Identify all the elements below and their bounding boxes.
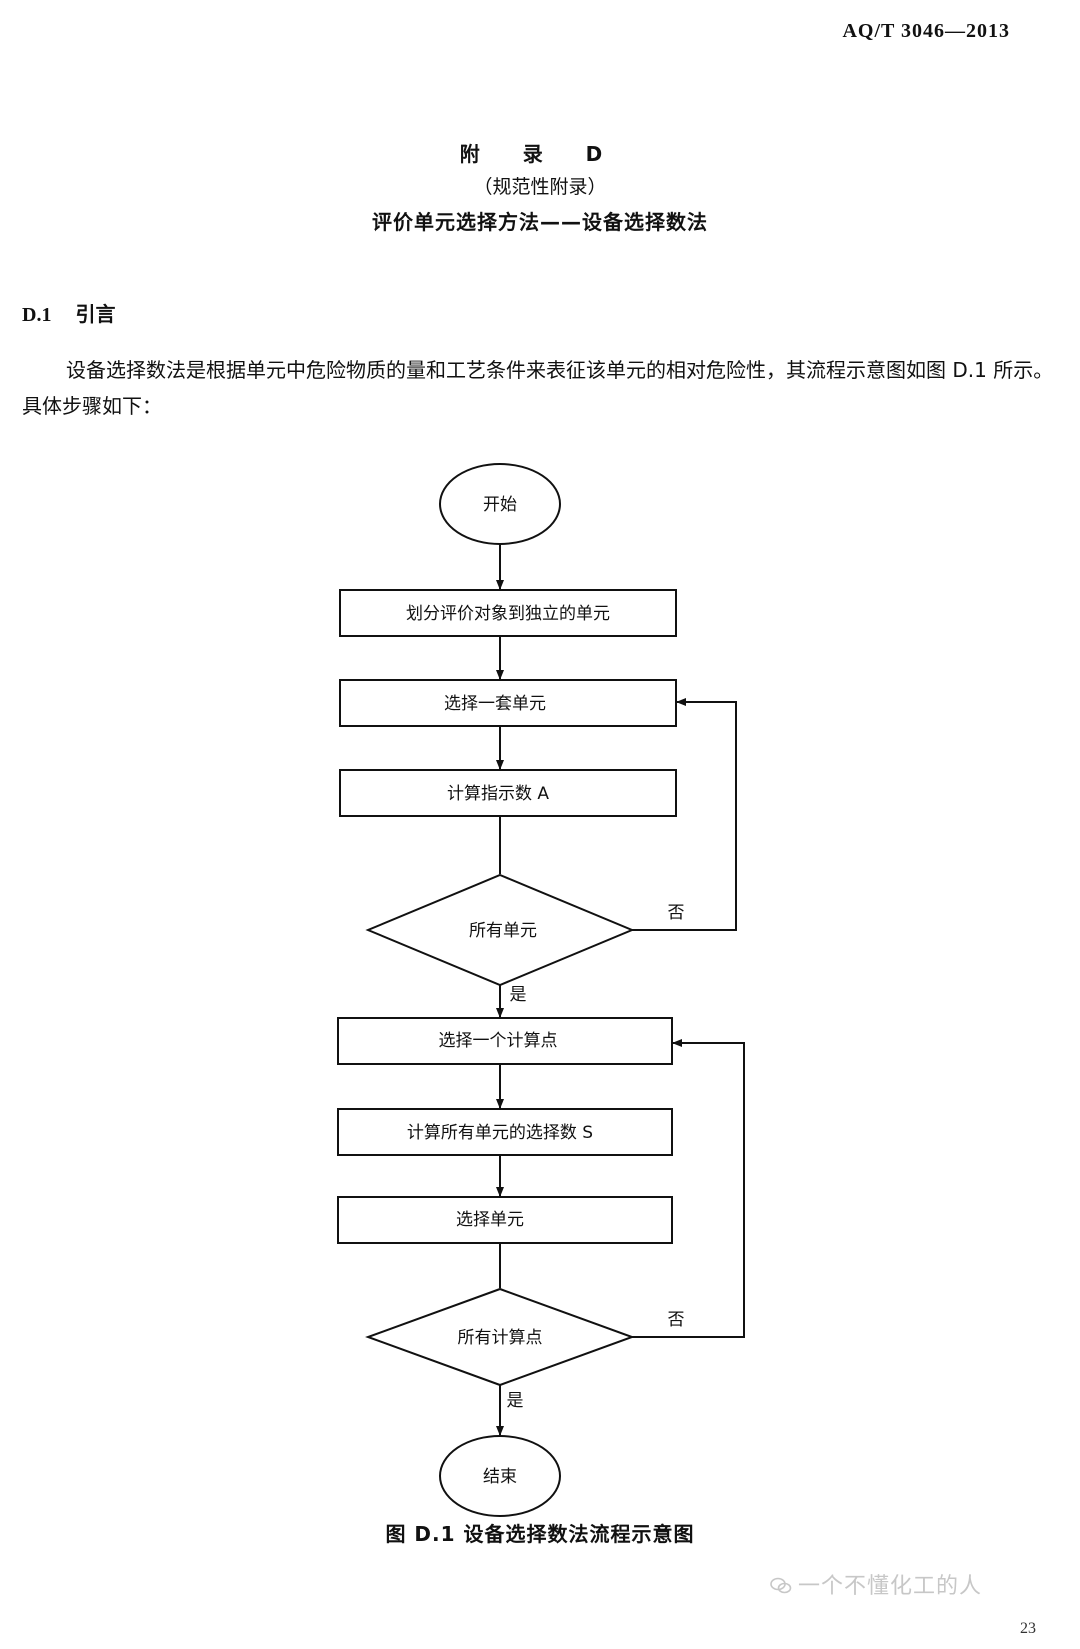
step-divide-units bbox=[339, 589, 677, 637]
appendix-name: 评价单元选择方法——设备选择数法 bbox=[372, 210, 708, 234]
step6-label: 选择单元 bbox=[456, 1210, 524, 1230]
end-label: 结束 bbox=[483, 1467, 517, 1487]
standard-code: AQ/T 3046—2013 bbox=[842, 20, 1010, 42]
yes1-label: 是 bbox=[510, 985, 527, 1005]
no2-label: 否 bbox=[668, 1310, 685, 1330]
section-number: D.1 bbox=[22, 304, 52, 326]
section-heading: D.1 引言 bbox=[22, 298, 115, 327]
appendix-title: 附 录 D bbox=[459, 142, 621, 166]
page-number: 23 bbox=[1020, 1620, 1036, 1637]
step1-label: 划分评价对象到独立的单元 bbox=[406, 604, 610, 624]
step-select-unit bbox=[337, 1196, 673, 1244]
flowchart: 开始 划分评价对象到独立的单元 选择一套单元 计算指示数 A 所有单元 否 是 … bbox=[337, 463, 745, 1517]
section-title: 引言 bbox=[75, 302, 116, 326]
appendix-subtitle: （规范性附录） bbox=[473, 176, 607, 198]
decision1-label: 所有单元 bbox=[469, 921, 537, 941]
intro-paragraph-text: 设备选择数法是根据单元中危险物质的量和工艺条件来表征该单元的相对危险性，其流程示… bbox=[22, 358, 1054, 418]
step4-label: 选择一个计算点 bbox=[439, 1031, 558, 1051]
watermark: 一个不懂化工的人 bbox=[770, 1568, 982, 1600]
step3-label: 计算指示数 A bbox=[447, 784, 549, 804]
step2-label: 选择一套单元 bbox=[444, 694, 546, 714]
decision2-label: 所有计算点 bbox=[458, 1328, 543, 1348]
step-calc-indicator bbox=[339, 769, 677, 817]
figure-caption: 图 D.1 设备选择数法流程示意图 bbox=[385, 1522, 695, 1546]
watermark-text: 一个不懂化工的人 bbox=[798, 1574, 983, 1599]
wechat-icon bbox=[770, 1577, 792, 1594]
start-label: 开始 bbox=[483, 495, 517, 515]
end-node bbox=[439, 1435, 561, 1517]
step5-label: 计算所有单元的选择数 S bbox=[407, 1123, 593, 1143]
yes2-label: 是 bbox=[507, 1391, 524, 1411]
intro-paragraph: 设备选择数法是根据单元中危险物质的量和工艺条件来表征该单元的相对危险性，其流程示… bbox=[22, 352, 1062, 424]
no1-label: 否 bbox=[668, 903, 685, 923]
step-calc-selection-number bbox=[337, 1108, 673, 1156]
